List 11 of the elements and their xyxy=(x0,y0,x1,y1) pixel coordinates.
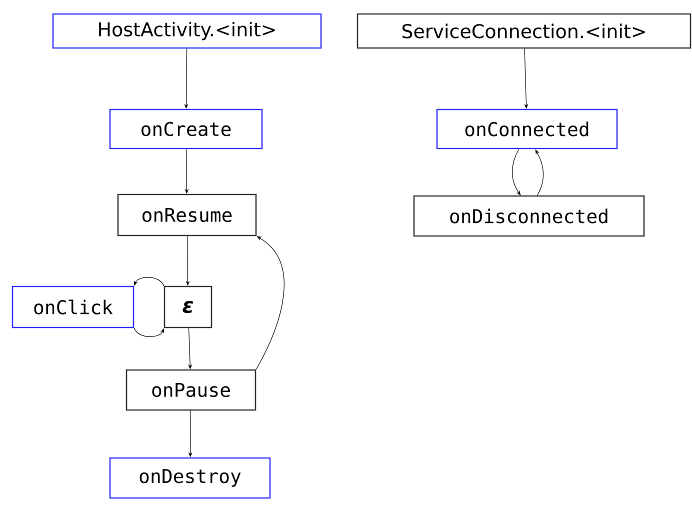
state-box: onCreate xyxy=(109,108,263,150)
state-box: onResume xyxy=(117,194,257,236)
state-box: onClick xyxy=(12,286,134,328)
state-box: onDestroy xyxy=(109,457,271,499)
state-box: ServiceConnection.<init> xyxy=(356,13,692,49)
arrow xyxy=(256,236,284,370)
state-box: onConnected xyxy=(436,108,618,150)
state-box: onPause xyxy=(126,369,256,411)
state-box: HostActivity.<init> xyxy=(52,13,322,49)
epsilon-box: ε xyxy=(164,286,212,328)
state-box: onDisconnected xyxy=(413,195,645,237)
